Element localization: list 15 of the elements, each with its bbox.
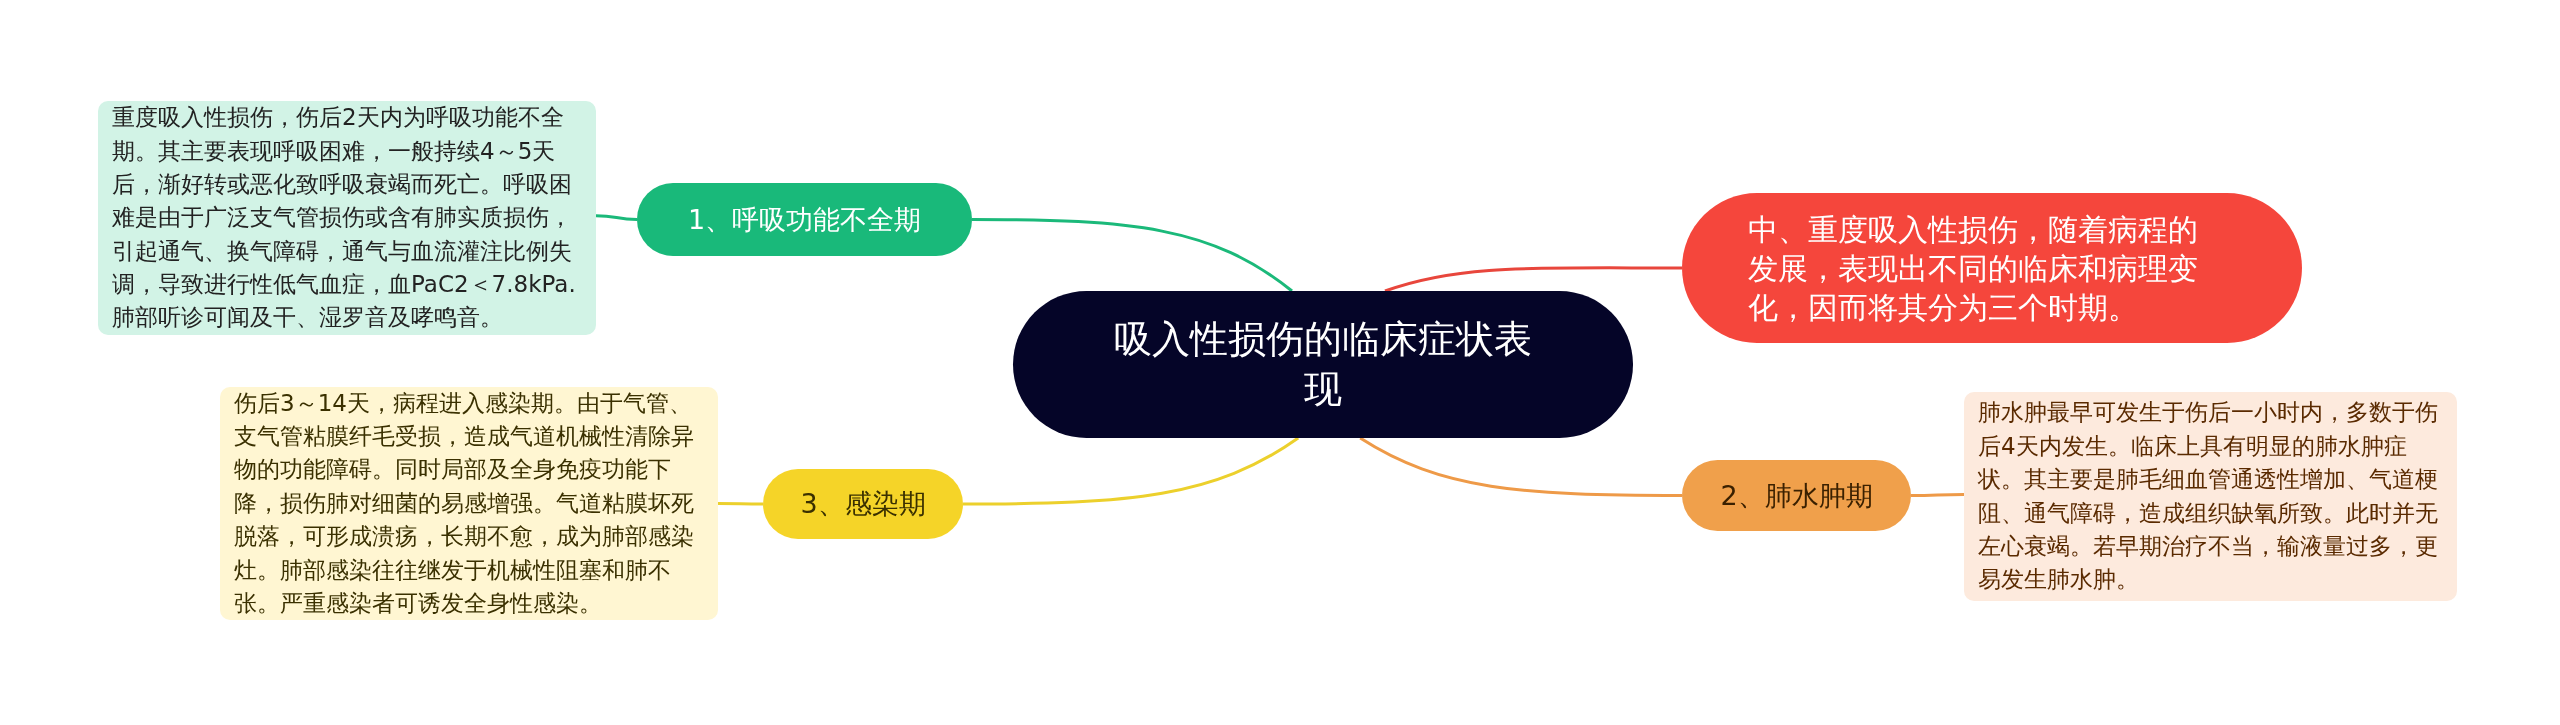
connector-line bbox=[1359, 436, 1682, 497]
connector-line bbox=[1911, 492, 1964, 497]
note-box: 肺水肿最早可发生于伤后一小时内，多数于伤后4天内发生。临床上具有明显的肺水肿症状。其主要是肺毛细血管通透性增加、气道梗阻、通气障碍，造成组织缺氧所致。此时并无左心衰竭。若早期治疗不当，输液量过多，更易发生肺水肿。 bbox=[1964, 392, 2457, 601]
topic-box: 吸入性损伤的临床症状表现 bbox=[1013, 291, 1633, 438]
connector-line bbox=[972, 218, 1293, 293]
phase-box: 1、呼吸功能不全期 bbox=[637, 183, 972, 256]
note-box: 伤后3～14天，病程进入感染期。由于气管、支气管粘膜纤毛受损，造成气道机械性清除异物的功能障碍。同时局部及全身免疫功能下降，损伤肺对细菌的易感增强。气道粘膜坏死脱落，可形成溃疡，长期不愈，成为肺部感染灶。肺部感染往往继发于机械性阻塞和肺不张。严重感染者可诱发全身性感染。 bbox=[220, 387, 718, 620]
intro-box: 中、重度吸入性损伤，随着病程的发展，表现出不同的临床和病理变化，因而将其分为三个时期。 bbox=[1682, 193, 2302, 343]
connector-line bbox=[963, 436, 1300, 506]
note-box: 重度吸入性损伤，伤后2天内为呼吸功能不全期。其主要表现呼吸困难，一般持续4～5天后，渐好转或恶化致呼吸衰竭而死亡。呼吸困难是由于广泛支气管损伤或含有肺实质损伤，引起通气、换气障碍，通气与血流灌注比例失调，导致进行性低气血症，血PaC2＜7.8kPa.肺部听诊可闻及干、湿罗音及哮鸣音。 bbox=[98, 101, 596, 335]
connector-line bbox=[1384, 266, 1682, 293]
connector-line bbox=[595, 214, 638, 221]
phase-box: 3、感染期 bbox=[763, 469, 963, 539]
phase-box: 2、肺水肿期 bbox=[1682, 460, 1911, 531]
connector-line bbox=[718, 502, 763, 506]
